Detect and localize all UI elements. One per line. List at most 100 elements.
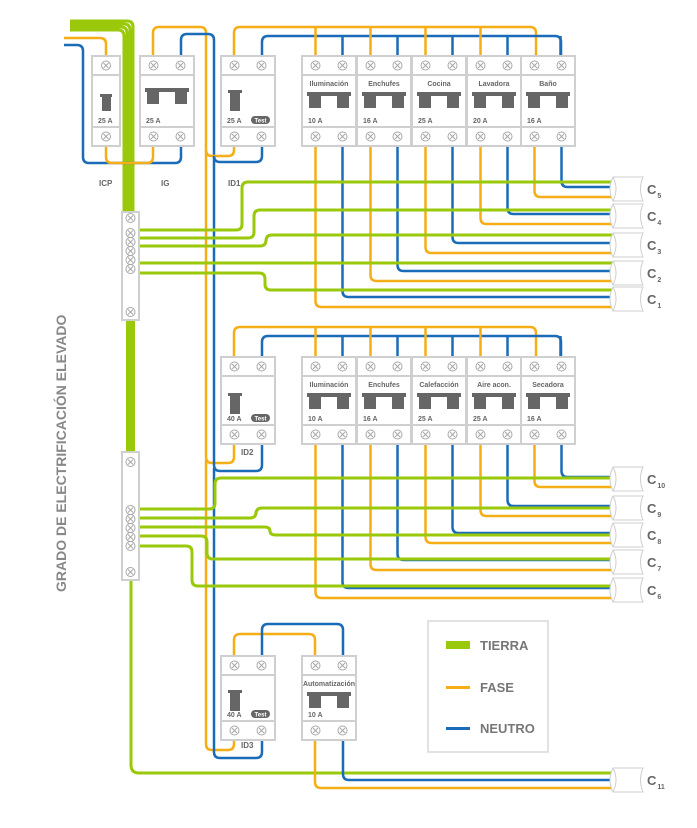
terminal-screw-icon	[502, 60, 513, 71]
neutro-c11-wire	[341, 740, 613, 782]
lever-icon	[362, 393, 406, 409]
ig-label: IG	[161, 179, 169, 188]
rating-label: 16 A	[363, 118, 378, 125]
terminal-screw-icon	[125, 523, 136, 533]
tierra-circuit-wire	[139, 180, 613, 232]
fase-bus-group2	[232, 325, 538, 357]
terminal-screw-icon	[475, 131, 486, 142]
id1-label: ID1	[228, 179, 241, 188]
test-button[interactable]: Test	[251, 710, 270, 719]
neutro-circuit-wire	[451, 444, 613, 535]
test-button[interactable]: Test	[251, 414, 270, 423]
terminal-screw-icon	[529, 361, 540, 372]
circuit-id-label: C2	[647, 266, 661, 284]
circuit-name-label: Cocina	[427, 81, 450, 88]
terminal-screw-icon	[256, 725, 267, 736]
neutro-circuit-wire	[396, 146, 613, 273]
terminal-screw-icon	[337, 60, 348, 71]
rating-label: 10 A	[308, 416, 323, 423]
tierra-circuit-wire	[139, 506, 613, 520]
tierra-circuit-wire	[139, 534, 613, 561]
test-button[interactable]: Test	[251, 116, 270, 125]
fase-icp-to-ig-wire	[104, 146, 155, 165]
diagram-title: GRADO DE ELECTRIFICACIÓN ELEVADO	[52, 314, 69, 592]
circuit-name-label: Baño	[539, 81, 557, 88]
fase-circuit-wire	[314, 444, 613, 600]
icp-breaker: 25 A	[91, 55, 121, 147]
terminal-screw-icon	[310, 361, 321, 372]
lever-icon	[307, 393, 351, 409]
terminal-screw-icon	[337, 725, 348, 736]
terminal-screw-icon	[310, 725, 321, 736]
terminal-screw-icon	[229, 660, 240, 671]
rating-label: 25 A	[418, 118, 433, 125]
fase-circuit-wire	[533, 146, 613, 199]
circuit-id-label: C1	[647, 292, 661, 310]
tierra-circuit-wire	[139, 208, 613, 240]
neutro-to-id1-wire	[212, 146, 264, 164]
terminal-screw-icon	[529, 131, 540, 142]
terminal-screw-icon	[365, 131, 376, 142]
terminal-screw-icon	[556, 60, 567, 71]
fase-circuit-wire	[424, 444, 613, 545]
terminal-screw-icon	[310, 131, 321, 142]
tierra-circuit-wire	[139, 476, 613, 511]
lever-icon	[228, 90, 242, 111]
id2-label: ID2	[241, 448, 254, 457]
cable-end: C5	[609, 176, 661, 202]
fase-circuit-wire	[369, 444, 613, 572]
circuit-name-label: Enchufes	[368, 382, 400, 389]
fase-circuit-wire	[424, 146, 613, 255]
terminal-screw-icon	[125, 567, 136, 577]
lever-icon	[100, 94, 112, 97]
cable-end: C3	[609, 232, 661, 258]
terminal-screw-icon	[392, 60, 403, 71]
terminal-screw-icon	[365, 429, 376, 440]
terminal-screw-icon	[475, 60, 486, 71]
rating-label: 25 A	[98, 118, 113, 125]
cable-end: C2	[609, 260, 661, 286]
rating-label: 25 A	[418, 416, 433, 423]
circuit-name-label: Enchufes	[368, 81, 400, 88]
terminal-screw-icon	[337, 361, 348, 372]
circuit-id-label: C11	[647, 773, 665, 791]
group2-bus-drops	[314, 327, 562, 357]
circuit-id-label: C4	[647, 209, 661, 227]
terminal-screw-icon	[502, 361, 513, 372]
neutro-incoming-wire	[64, 43, 183, 165]
terminal-screw-icon	[529, 429, 540, 440]
terminal-screw-icon	[148, 131, 159, 142]
fase-swatch	[446, 686, 470, 689]
terminal-screw-icon	[556, 429, 567, 440]
fase-to-id1-wire	[204, 146, 236, 158]
terminal-screw-icon	[125, 255, 136, 265]
cable-end: C4	[609, 203, 661, 229]
lever-icon	[362, 92, 406, 108]
pia-breaker-group1-2: 16 A Enchufes	[356, 55, 412, 147]
circuit-name-label: Automatización	[303, 681, 355, 688]
terminal-screw-icon	[502, 131, 513, 142]
terminal-screw-icon	[556, 361, 567, 372]
circuit-id-label: C10	[647, 472, 665, 490]
rating-label: 16 A	[363, 416, 378, 423]
lever-icon	[417, 393, 461, 409]
tierra-circuit-wire	[139, 525, 613, 537]
fase-circuit-wire	[314, 146, 613, 309]
cable-end: C8	[609, 522, 661, 548]
terminal-screw-icon	[125, 264, 136, 274]
tierra-circuit-wire	[139, 544, 613, 588]
group1-bus-drops	[314, 27, 562, 56]
ig-breaker: 25 A	[139, 55, 195, 147]
terminal-screw-icon	[175, 60, 186, 71]
cable-end: C6	[609, 577, 661, 603]
terminal-screw-icon	[310, 60, 321, 71]
circuit-id-label: C8	[647, 528, 661, 546]
terminal-screw-icon	[125, 457, 136, 467]
terminal-screw-icon	[337, 429, 348, 440]
terminal-screw-icon	[229, 725, 240, 736]
lever-icon	[228, 690, 242, 711]
neutro-circuit-wire	[451, 146, 613, 245]
tierra-circuit-wire	[139, 233, 613, 248]
terminal-screw-icon	[392, 131, 403, 142]
